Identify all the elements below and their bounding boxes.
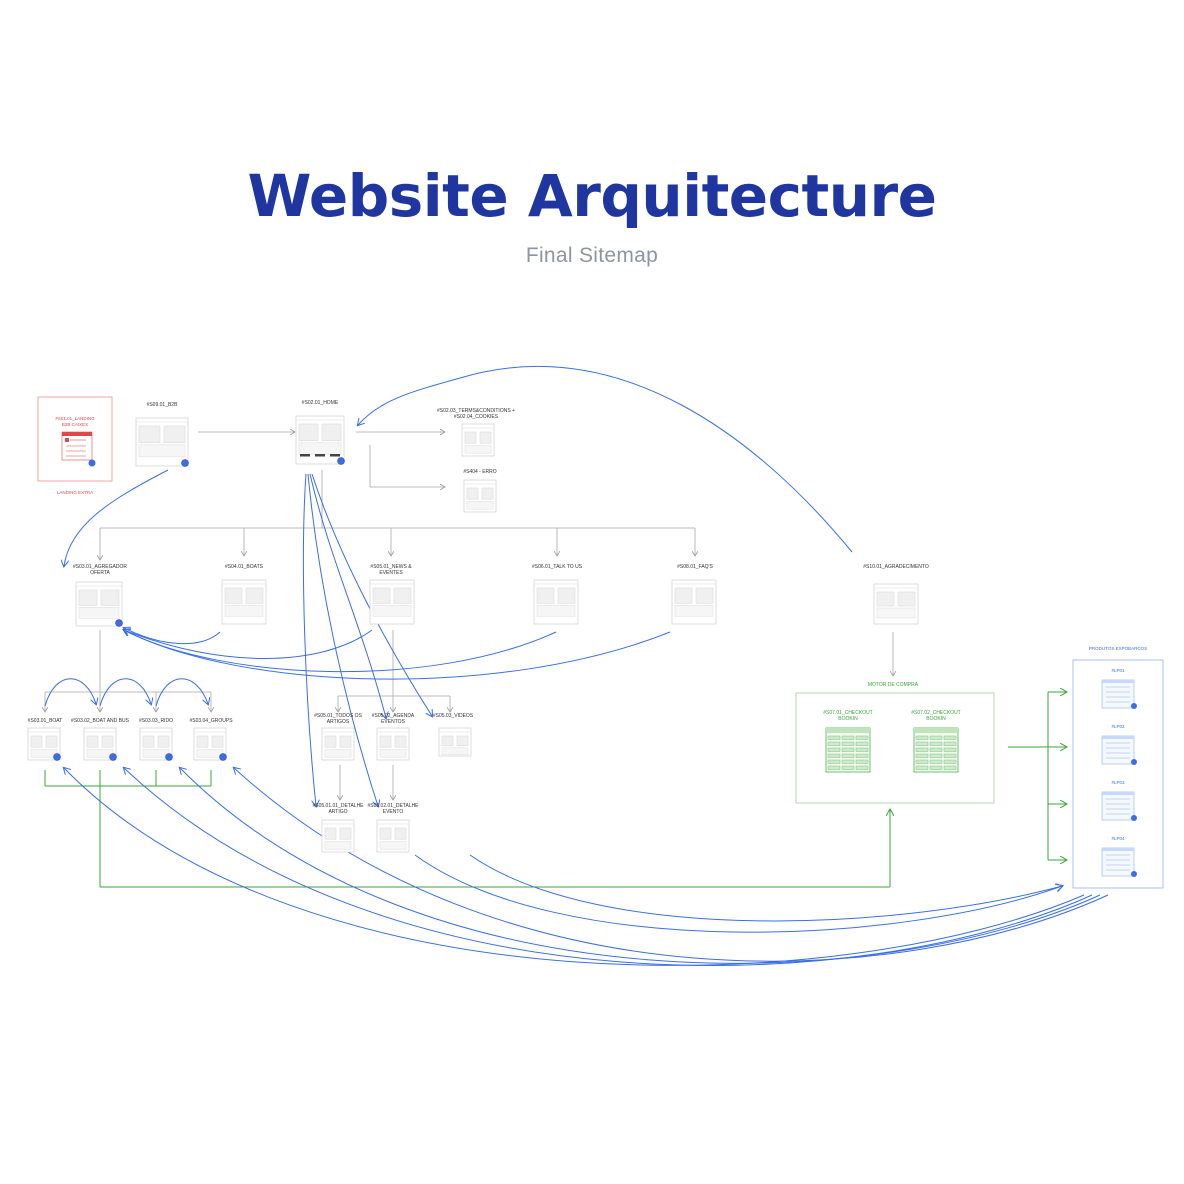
node-label: #LP03 [1111, 780, 1125, 785]
node-label: BOOKIN [926, 716, 946, 722]
node-label: #S02.03_TERMS&CONDITIONS + [437, 408, 515, 414]
node-label: #S04.01_BOATS [225, 564, 264, 570]
landing-label-2: B2B CAIXES [62, 422, 88, 427]
flow-arrows [44, 365, 1109, 966]
node-label: #S05.01_TODOS OS [314, 713, 362, 719]
node-rido[interactable]: #S03.03_RIDO [139, 718, 173, 761]
node-agradecimento[interactable]: #S10.01_AGRADECIMENTO [863, 564, 929, 625]
node-label: #S05.02.01_DETALHE [367, 803, 419, 809]
node-label: #LP04 [1111, 836, 1125, 841]
node-home[interactable]: #S02.01_HOME [295, 400, 345, 465]
node-label: #S02.04_COOKIES [454, 414, 499, 420]
checkout-box[interactable]: MOTOR DE COMPRA [795, 682, 995, 804]
node-label: #S07.02_CHECKOUT [911, 710, 960, 716]
link-dot-icon [337, 457, 345, 465]
node-lp01[interactable]: #LP01 [1101, 668, 1137, 709]
node-label: EVENTES [379, 570, 403, 576]
node-news[interactable]: #S05.01_NEWS &EVENTES [369, 564, 415, 625]
node-label: #S05.01_NEWS & [370, 564, 412, 570]
node-label: OFERTA [90, 570, 110, 576]
node-e404[interactable]: #S404 - ERRO [463, 469, 497, 513]
node-b2b[interactable]: #S09.01_B2B [135, 402, 189, 467]
link-dot-icon [165, 753, 173, 761]
node-boats[interactable]: #S04.01_BOATS [221, 564, 267, 625]
node-faqs[interactable]: #S08.01_FAQ'S [671, 564, 717, 625]
node-label: #S03.04_GROUPS [189, 718, 233, 724]
link-dot-icon [219, 753, 227, 761]
produtos-panel[interactable]: PRODUTOS EXPOBARCOS [1072, 646, 1164, 889]
node-lp02[interactable]: #LP02 [1101, 724, 1137, 765]
node-label: #LP02 [1111, 724, 1125, 729]
node-label: #S10.01_AGRADECIMENTO [863, 564, 929, 570]
node-label: BOOKIN [838, 716, 858, 722]
node-label: ARTIGOS [327, 719, 350, 725]
landing-note: LANDING EXTRA [57, 490, 93, 495]
node-label: ARTIGO [328, 809, 347, 815]
node-label: #S07.01_CHECKOUT [823, 710, 872, 716]
node-label: #S03.01_AGREGADOR [73, 564, 127, 570]
node-label: #S06.01_TALK TO US [532, 564, 583, 570]
node-boat-nid[interactable]: #S03.02_BOAT AND BUS [71, 718, 130, 761]
node-lp04[interactable]: #LP04 [1101, 836, 1137, 877]
node-videos[interactable]: #S05.03_VIDEOS [433, 713, 474, 757]
node-label: #S05.02_AGENDA [372, 713, 415, 719]
node-label: EVENTO [383, 809, 404, 815]
node-label: #S03.01_BOAT [28, 718, 63, 724]
link-dot-icon [109, 753, 117, 761]
tree-connectors [45, 432, 893, 800]
link-dot-icon [1131, 871, 1137, 877]
node-label: #S02.01_HOME [302, 400, 339, 406]
node-label: #S08.01_FAQ'S [677, 564, 713, 570]
page-title: Website Arquitecture [247, 162, 937, 230]
link-dot-icon [1131, 759, 1137, 765]
node-label: #S03.02_BOAT AND BUS [71, 718, 130, 724]
node-label: #S05.01.01_DETALHE [312, 803, 364, 809]
node-label: EVENTOS [381, 719, 405, 725]
link-dot-icon [1131, 703, 1137, 709]
node-label: #S404 - ERRO [463, 469, 496, 475]
page-nodes: #S09.01_B2B #S02.01_HOME #S02.03_TERMS&CON… [27, 400, 1137, 877]
node-talk[interactable]: #S06.01_TALK TO US [532, 564, 583, 625]
node-terms[interactable]: #S02.03_TERMS&CONDITIONS +#S02.04_COOKIE… [437, 408, 515, 457]
landing-label-1: #S01.01_LANDING [55, 416, 95, 421]
node-lp03[interactable]: #LP03 [1101, 780, 1137, 821]
landing-extra-box[interactable]: #S01.01_LANDING B2B CAIXES LANDING EXTRA [37, 396, 113, 495]
node-label: #LP01 [1111, 668, 1125, 673]
link-dot-icon [181, 459, 189, 467]
node-label: #S03.03_RIDO [139, 718, 173, 724]
node-label: #S09.01_B2B [147, 402, 179, 408]
node-boat[interactable]: #S03.01_BOAT [27, 718, 63, 761]
page-subtitle: Final Sitemap [525, 244, 659, 267]
node-groups[interactable]: #S03.04_GROUPS [189, 718, 233, 761]
link-dot-icon [53, 753, 61, 761]
link-dot-icon [1131, 815, 1137, 821]
checkout-connectors [44, 692, 1066, 888]
produtos-label: PRODUTOS EXPOBARCOS [1089, 646, 1147, 651]
motor-label: MOTOR DE COMPRA [868, 682, 919, 688]
link-dot-icon [115, 619, 123, 627]
node-label: #S05.03_VIDEOS [433, 713, 474, 719]
